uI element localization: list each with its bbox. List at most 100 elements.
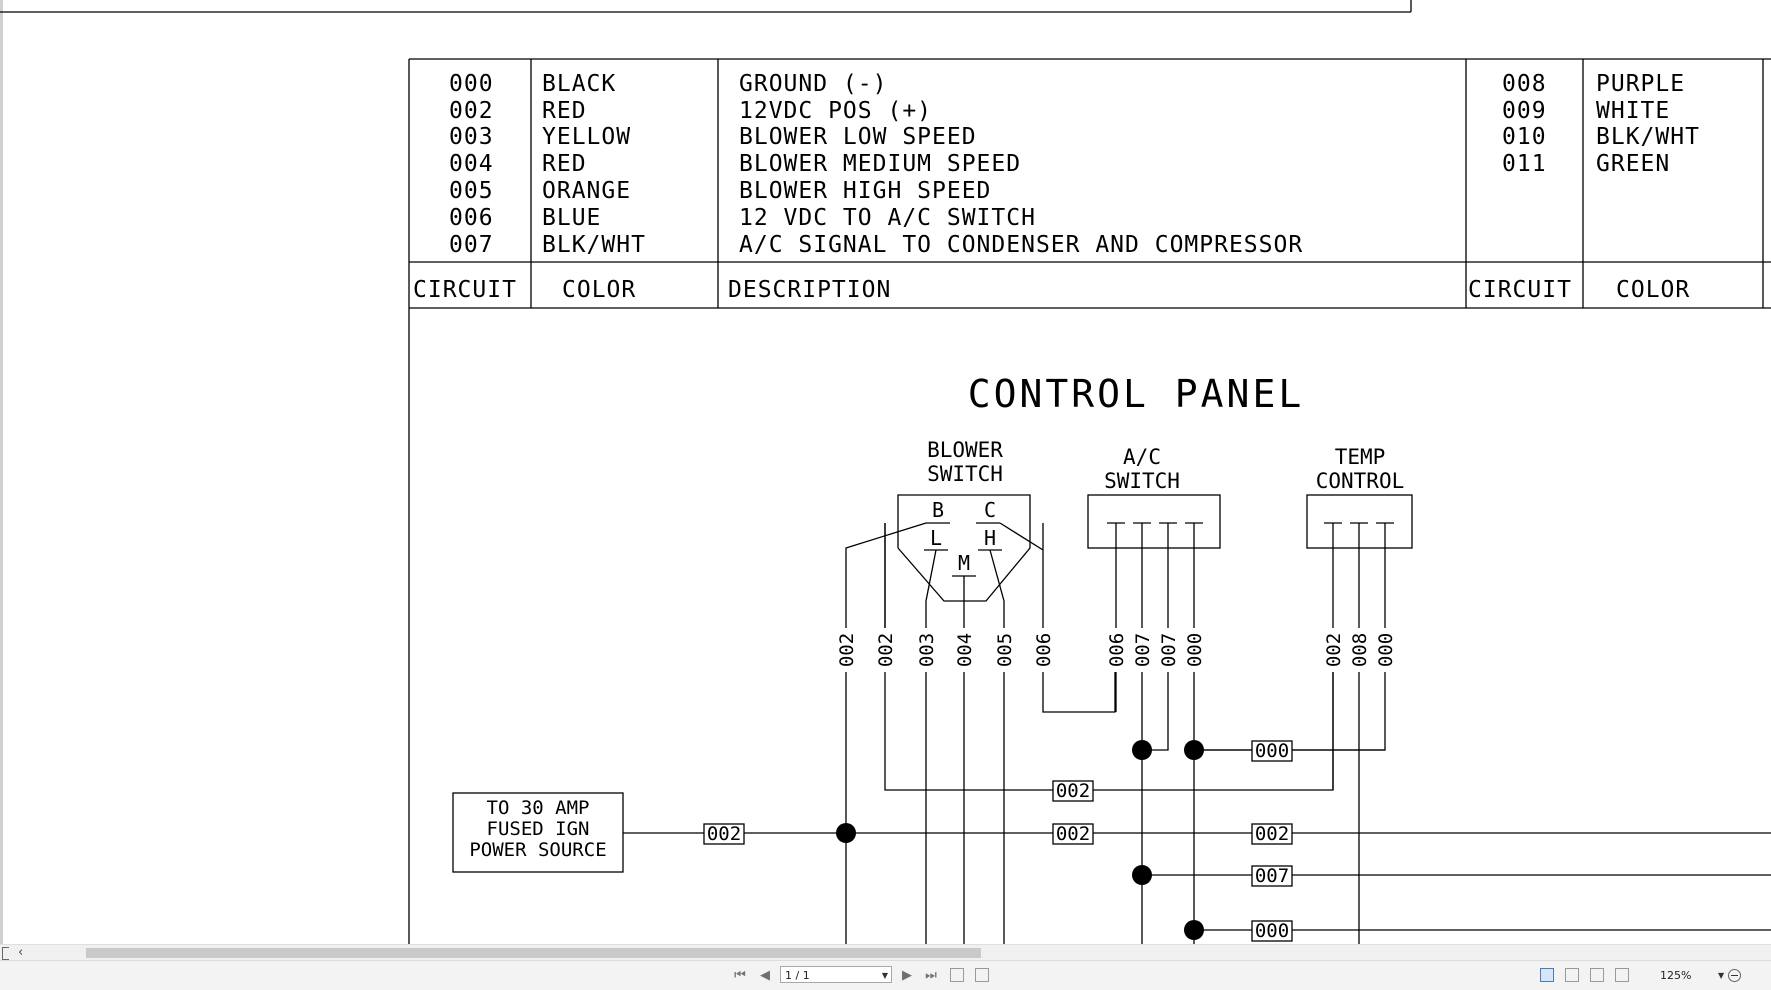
single-page-view-icon[interactable] <box>1540 968 1554 982</box>
document-canvas[interactable]: CIRCUIT COLOR DESCRIPTION CIRCUIT COLOR … <box>0 0 1771 944</box>
power-source-label-3: POWER SOURCE <box>469 839 606 861</box>
legend-circuit: 007 <box>449 232 494 258</box>
legend-color: BLK/WHT <box>542 232 646 258</box>
ac-switch-label-2: SWITCH <box>1104 469 1180 493</box>
terminal-l: L <box>930 526 942 550</box>
legend-color: BLK/WHT <box>1596 124 1700 150</box>
terminal-m: M <box>958 551 970 575</box>
horizontal-scrollbar[interactable]: ‹ <box>0 944 1771 961</box>
wire-label: 004 <box>954 633 976 667</box>
legend-description: 12 VDC TO A/C SWITCH <box>739 205 1036 231</box>
terminal-b: B <box>932 498 944 522</box>
page-indicator: 1 / 1 <box>785 969 810 982</box>
blower-switch-label-2: SWITCH <box>927 462 1003 486</box>
legend-circuit: 003 <box>449 124 494 150</box>
legend-circuit: 011 <box>1502 151 1547 177</box>
status-bar: ⏮ ◀ 1 / 1 ▼ ▶ ⏭ 125% ▼ <box>0 960 1771 990</box>
wire-label: 003 <box>916 633 938 667</box>
wire-label: 000 <box>1375 633 1397 667</box>
legend-circuit: 006 <box>449 205 494 231</box>
temp-control <box>1194 494 1413 944</box>
legend-circuit: 005 <box>449 178 494 204</box>
scroll-left-icon[interactable]: ‹ <box>18 945 24 960</box>
legend-description: 12VDC POS (+) <box>739 98 932 124</box>
header-color-2: COLOR <box>1616 277 1690 303</box>
facing-view-icon[interactable] <box>1590 968 1604 982</box>
terminal-c: C <box>984 498 996 522</box>
wire-label: 005 <box>994 633 1016 667</box>
terminal-h: H <box>984 526 996 550</box>
legend-color: WHITE <box>1596 98 1670 124</box>
bus-label: 002 <box>1056 780 1090 802</box>
legend-description: BLOWER LOW SPEED <box>739 124 977 150</box>
wire-label: 007 <box>1132 633 1154 667</box>
blower-switch-label-1: BLOWER <box>927 438 1003 462</box>
wire-label: 002 <box>1323 633 1345 667</box>
legend-color: PURPLE <box>1596 71 1685 97</box>
junction-dot <box>1132 865 1152 885</box>
junction-dot <box>1132 740 1152 760</box>
legend-description: BLOWER HIGH SPEED <box>739 178 991 204</box>
chevron-down-icon[interactable]: ▼ <box>881 971 888 980</box>
bus-label: 002 <box>707 823 741 845</box>
power-source-label-1: TO 30 AMP <box>487 797 590 819</box>
continuous-view-icon[interactable] <box>1565 968 1579 982</box>
bus-lines <box>623 832 1771 931</box>
legend-color: RED <box>542 151 587 177</box>
legend-circuit: 000 <box>449 71 494 97</box>
legend-table <box>408 58 1771 944</box>
zoom-dropdown-icon[interactable]: ▼ <box>1718 971 1725 980</box>
temp-control-label-1: TEMP <box>1335 445 1386 469</box>
ac-switch-label-1: A/C <box>1123 445 1161 469</box>
left-border <box>0 0 3 944</box>
first-page-icon[interactable]: ⏮ <box>734 968 746 983</box>
legend-circuit: 008 <box>1502 71 1547 97</box>
legend-color: BLUE <box>542 205 601 231</box>
page-number-field[interactable]: 1 / 1 ▼ <box>780 966 892 983</box>
legend-color: RED <box>542 98 587 124</box>
page-icon[interactable] <box>950 968 964 982</box>
junction-dot <box>836 823 856 843</box>
header-color: COLOR <box>562 277 636 303</box>
header-circuit: CIRCUIT <box>413 277 517 303</box>
bus-label: 000 <box>1255 740 1289 762</box>
junction-dot <box>1184 920 1204 940</box>
ac-switch <box>1087 494 1221 944</box>
previous-page-icon[interactable]: ◀ <box>760 968 770 983</box>
wire-label: 008 <box>1349 633 1371 667</box>
temp-control-label-2: CONTROL <box>1316 469 1405 493</box>
legend-description: BLOWER MEDIUM SPEED <box>739 151 1021 177</box>
legend-circuit: 009 <box>1502 98 1547 124</box>
wire-label: 007 <box>1158 633 1180 667</box>
legend-description: GROUND (-) <box>739 71 887 97</box>
diagram-title: CONTROL PANEL <box>968 372 1304 416</box>
wire-label: 002 <box>836 633 858 667</box>
scroll-corner-icon <box>2 947 9 960</box>
zoom-out-icon[interactable] <box>1728 969 1741 982</box>
bus-label: 000 <box>1255 920 1289 942</box>
legend-description: A/C SIGNAL TO CONDENSER AND COMPRESSOR <box>739 232 1303 258</box>
wire-label: 002 <box>875 633 897 667</box>
legend-color: GREEN <box>1596 151 1670 177</box>
header-circuit-2: CIRCUIT <box>1468 277 1572 303</box>
wiring-diagram: CIRCUIT COLOR DESCRIPTION CIRCUIT COLOR … <box>0 0 1771 944</box>
legend-circuit: 004 <box>449 151 494 177</box>
next-page-icon[interactable]: ▶ <box>902 968 912 983</box>
legend-color: BLACK <box>542 71 616 97</box>
bus-label: 002 <box>1056 823 1090 845</box>
copy-page-icon[interactable] <box>975 968 989 982</box>
bus-label: 007 <box>1255 865 1289 887</box>
last-page-icon[interactable]: ⏭ <box>925 968 937 983</box>
wire-label: 000 <box>1184 633 1206 667</box>
legend-circuit: 010 <box>1502 124 1547 150</box>
continuous-facing-view-icon[interactable] <box>1615 968 1629 982</box>
bus-label: 002 <box>1255 823 1289 845</box>
power-source-label-2: FUSED IGN <box>487 818 590 840</box>
wire-label: 006 <box>1106 633 1128 667</box>
header-description: DESCRIPTION <box>728 277 891 303</box>
legend-color: YELLOW <box>542 124 631 150</box>
wire-label: 006 <box>1033 633 1055 667</box>
legend-color: ORANGE <box>542 178 631 204</box>
scrollbar-thumb[interactable] <box>86 948 981 958</box>
zoom-level[interactable]: 125% <box>1660 969 1692 982</box>
